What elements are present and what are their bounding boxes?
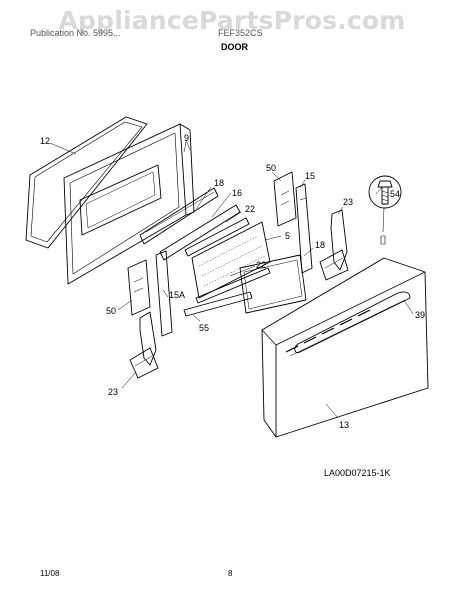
callout-50-upper: 50	[266, 163, 276, 173]
callout-16: 16	[232, 188, 242, 198]
publication-number: Publication No. 5995...	[30, 28, 121, 38]
section-title: DOOR	[221, 42, 248, 52]
callout-12: 12	[40, 136, 50, 146]
callout-22-lower: 22	[256, 260, 266, 270]
callout-15: 15	[305, 171, 315, 181]
watermark: AppliancePartsPros.com	[58, 6, 406, 35]
side-channel-left	[155, 250, 173, 337]
inner-door-liner	[63, 123, 195, 285]
hinge-left	[129, 311, 159, 379]
callout-18-lower: 18	[315, 240, 325, 250]
callout-18-upper: 18	[214, 178, 224, 188]
upper-window-frame	[139, 187, 219, 245]
door-brace-upper	[273, 171, 297, 227]
model-number: FEF352CS	[218, 28, 263, 38]
callout-23-right: 23	[343, 197, 353, 207]
callout-9: 9	[184, 133, 189, 143]
screw	[368, 175, 402, 245]
hinge-right	[319, 209, 349, 281]
door-brace-lower	[127, 259, 151, 316]
insulation-pack	[191, 221, 271, 299]
page-number: 8	[228, 569, 233, 578]
glass-clip-lower	[195, 267, 271, 304]
trim-strip	[183, 291, 253, 317]
side-channel-right	[295, 183, 313, 274]
door-gasket	[25, 116, 148, 249]
callout-5: 5	[285, 231, 290, 241]
part-callouts: 12 9 50 15 18 16 22 5 54 23 18 22 15A 50…	[40, 133, 425, 430]
callout-55: 55	[199, 323, 209, 333]
callout-15A: 15A	[169, 290, 185, 300]
callout-39: 39	[415, 310, 425, 320]
callout-22-upper: 22	[245, 204, 255, 214]
footer-date: 11/08	[40, 569, 60, 578]
drawing-number: LA00D07215-1K	[324, 468, 391, 478]
leader-lines	[49, 141, 414, 419]
callout-13: 13	[339, 420, 349, 430]
callout-50-lower: 50	[106, 306, 116, 316]
callout-54: 54	[390, 189, 400, 199]
outer-door-panel	[261, 257, 429, 438]
callout-23-left: 23	[108, 387, 118, 397]
window-glass	[159, 204, 241, 261]
door-handle	[294, 291, 411, 354]
lower-window-frame	[239, 254, 307, 314]
glass-clip-upper	[184, 217, 250, 257]
